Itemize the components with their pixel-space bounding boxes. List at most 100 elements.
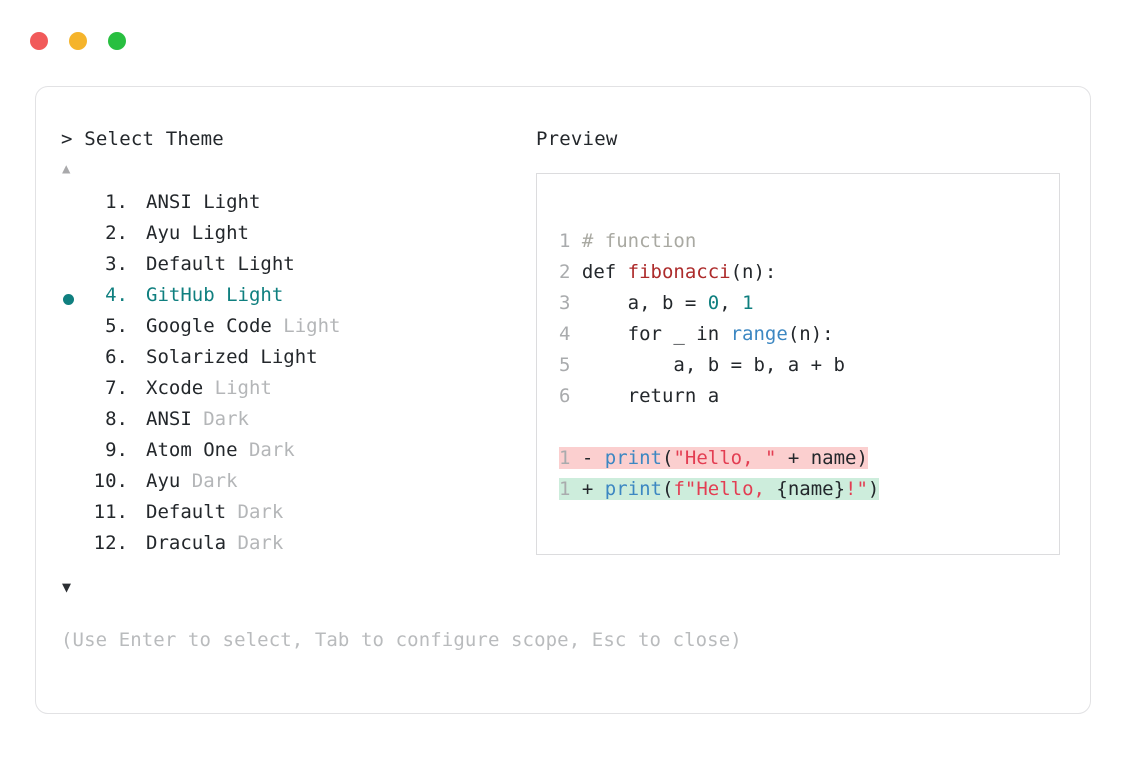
code-line: 4 for _ in range(n):: [559, 319, 879, 350]
index-spacer: [128, 501, 146, 523]
theme-item-index: 12.: [93, 532, 128, 554]
theme-item-variant: Light: [237, 253, 295, 275]
theme-list-item[interactable]: 2. Ayu Light: [61, 222, 531, 253]
window-traffic-lights: [30, 32, 126, 50]
code-line: 2 def fibonacci(n):: [559, 257, 879, 288]
close-window-button[interactable]: [30, 32, 48, 50]
code-token: (: [661, 447, 674, 469]
diff-highlight: 1 - print("Hello, " + name): [559, 447, 868, 469]
keyboard-hint-text: (Use Enter to select, Tab to configure s…: [61, 629, 742, 651]
theme-item-variant: Light: [214, 377, 272, 399]
theme-item-index: 6.: [105, 346, 128, 368]
theme-item-index: 9.: [105, 439, 128, 461]
line-number: 1: [559, 230, 582, 252]
code-line: 3 a, b = 0, 1: [559, 288, 879, 319]
theme-item-name: Atom One: [146, 439, 249, 461]
diff-line-number: 1: [559, 447, 582, 469]
diff-line-removed: 1 - print("Hello, " + name): [559, 443, 879, 474]
index-spacer: [128, 377, 146, 399]
theme-item-variant: Dark: [237, 532, 284, 554]
diff-line-number: 1: [559, 478, 582, 500]
index-spacer: [128, 532, 146, 554]
index-spacer: [128, 346, 146, 368]
code-token: 0: [707, 292, 720, 314]
diff-marker: -: [581, 447, 605, 469]
theme-list-item[interactable]: 1. ANSI Light: [61, 191, 531, 222]
code-token: a, b = b, a + b: [581, 354, 845, 376]
code-line: 1 # function: [559, 226, 879, 257]
theme-item-index: 4.: [105, 284, 128, 306]
code-token: a, b =: [581, 292, 708, 314]
theme-item-name: Dracula: [146, 532, 238, 554]
theme-item-index: 7.: [105, 377, 128, 399]
theme-item-index: 2.: [105, 222, 128, 244]
theme-item-variant: Light: [203, 191, 261, 213]
code-token: fibonacci: [627, 261, 731, 283]
theme-item-index: 1.: [105, 191, 128, 213]
theme-item-variant: Dark: [237, 501, 284, 523]
code-token: range: [730, 323, 788, 345]
theme-item-variant: Dark: [203, 408, 249, 430]
index-spacer: [128, 315, 146, 337]
line-number: 2: [559, 261, 582, 283]
code-token: (n):: [730, 261, 777, 283]
theme-list-item[interactable]: 9. Atom One Dark: [61, 439, 531, 470]
theme-list-item[interactable]: 5. Google Code Light: [61, 315, 531, 346]
maximize-window-button[interactable]: [108, 32, 126, 50]
index-spacer: [128, 284, 146, 306]
scroll-down-indicator-icon[interactable]: ▼: [62, 578, 72, 596]
line-number: 3: [559, 292, 582, 314]
code-line: 6 return a: [559, 381, 879, 412]
code-token: print: [604, 478, 662, 500]
theme-item-variant: Dark: [191, 470, 238, 492]
index-spacer: [128, 222, 146, 244]
code-token: f"Hello,: [673, 478, 777, 500]
theme-list-item[interactable]: 4. GitHub Light: [61, 284, 531, 315]
line-number: 4: [559, 323, 582, 345]
diff-highlight: 1 + print(f"Hello, {name}!"): [559, 478, 880, 500]
diff-line-added: 1 + print(f"Hello, {name}!"): [559, 474, 880, 505]
theme-item-index: 8.: [105, 408, 128, 430]
scroll-up-indicator-icon[interactable]: ▲: [62, 161, 71, 177]
code-token: (: [661, 478, 674, 500]
theme-list-item[interactable]: 6. Solarized Light: [61, 346, 531, 377]
theme-item-index: 11.: [93, 501, 128, 523]
theme-item-variant: Dark: [248, 439, 295, 461]
code-token: # function: [581, 230, 697, 252]
theme-list-item[interactable]: 11. Default Dark: [61, 501, 531, 532]
theme-list-item[interactable]: 3. Default Light: [61, 253, 531, 284]
index-spacer: [128, 470, 146, 492]
theme-item-index: 10.: [93, 470, 128, 492]
theme-item-name: GitHub: [146, 284, 227, 306]
theme-item-name: Google Code: [146, 315, 284, 337]
theme-item-name: Ayu: [146, 222, 192, 244]
index-spacer: [128, 408, 146, 430]
code-token: {name}: [776, 478, 846, 500]
code-line: 5 a, b = b, a + b: [559, 350, 879, 381]
theme-list-item[interactable]: 8. ANSI Dark: [61, 408, 531, 439]
theme-list-item[interactable]: 7. Xcode Light: [61, 377, 531, 408]
theme-item-index: 5.: [105, 315, 128, 337]
line-number: 5: [559, 354, 582, 376]
code-token: + name): [776, 447, 868, 469]
theme-list-item[interactable]: 12. Dracula Dark: [61, 532, 531, 563]
code-token: 1: [742, 292, 754, 314]
code-token: ,: [719, 292, 743, 314]
index-spacer: [128, 191, 146, 213]
minimize-window-button[interactable]: [69, 32, 87, 50]
selection-bullet-cell: [61, 294, 88, 305]
code-token: "Hello, ": [673, 447, 777, 469]
code-token: return a: [581, 385, 720, 407]
code-token: for _ in: [581, 323, 731, 345]
line-number: 6: [559, 385, 582, 407]
selected-bullet-icon: [63, 294, 74, 305]
code-token: ): [867, 478, 880, 500]
theme-item-variant: Light: [260, 346, 318, 368]
theme-item-name: Default: [146, 253, 238, 275]
theme-list-item[interactable]: 10. Ayu Dark: [61, 470, 531, 501]
